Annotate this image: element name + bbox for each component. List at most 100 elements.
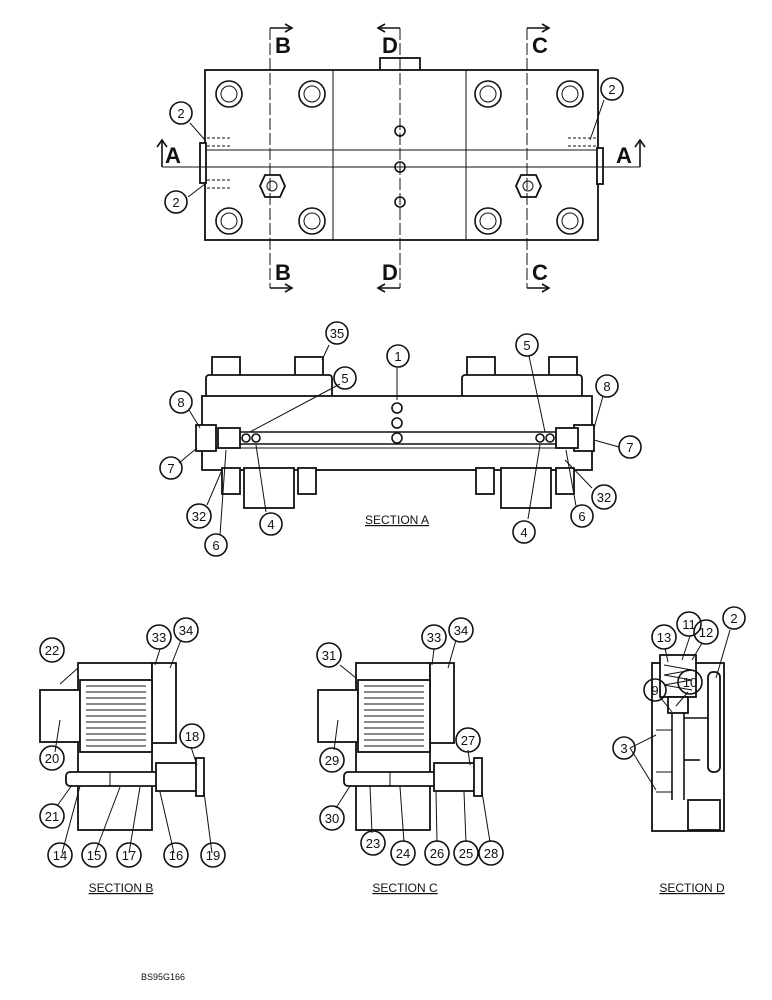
svg-text:3: 3	[620, 741, 627, 756]
svg-text:31: 31	[322, 648, 336, 663]
svg-text:17: 17	[122, 848, 136, 863]
svg-text:33: 33	[152, 630, 166, 645]
section-d-title: SECTION D	[659, 881, 725, 895]
callout-20: 20	[39, 745, 65, 771]
callout-8-right: 8	[595, 374, 619, 398]
section-mark-a-right: A	[616, 143, 632, 168]
callout-19: 19	[200, 842, 226, 868]
svg-text:34: 34	[454, 623, 468, 638]
svg-text:32: 32	[597, 490, 611, 505]
svg-text:24: 24	[396, 846, 410, 861]
callout-1: 1	[386, 344, 410, 368]
svg-text:8: 8	[603, 379, 610, 394]
section-b-view: 22 33 34 20 18 21 14 15 17 16 19 SECTION…	[39, 617, 226, 895]
svg-text:30: 30	[325, 811, 339, 826]
svg-text:6: 6	[212, 538, 219, 553]
svg-text:6: 6	[578, 509, 585, 524]
callout-15: 15	[81, 842, 107, 868]
svg-text:25: 25	[459, 846, 473, 861]
section-mark-d-bottom: D	[382, 260, 398, 285]
figure-code: BS95G166	[141, 972, 185, 982]
svg-text:5: 5	[341, 371, 348, 386]
svg-text:19: 19	[206, 848, 220, 863]
section-c-title: SECTION C	[372, 881, 438, 895]
callout-21: 21	[39, 803, 65, 829]
callout-5-right: 5	[515, 333, 539, 357]
svg-text:9: 9	[651, 683, 658, 698]
callout-3: 3	[612, 736, 636, 760]
callout-2-top-left: 2	[169, 101, 193, 125]
section-mark-d-top: D	[382, 33, 398, 58]
callout-2-bottom-left: 2	[164, 190, 188, 214]
svg-text:8: 8	[177, 395, 184, 410]
svg-text:2: 2	[608, 82, 615, 97]
callout-16: 16	[163, 842, 189, 868]
callout-28: 28	[478, 840, 504, 866]
svg-text:13: 13	[657, 630, 671, 645]
callout-24: 24	[390, 840, 416, 866]
callout-18: 18	[179, 723, 205, 749]
svg-text:7: 7	[626, 440, 633, 455]
callout-14: 14	[47, 842, 73, 868]
svg-text:2: 2	[172, 195, 179, 210]
callout-6-right: 6	[570, 504, 594, 528]
section-mark-c-bottom: C	[532, 260, 548, 285]
svg-text:35: 35	[330, 326, 344, 341]
callout-2-top-right: 2	[600, 77, 624, 101]
svg-text:11: 11	[682, 617, 696, 632]
callout-7-right: 7	[618, 435, 642, 459]
callout-4-left: 4	[259, 512, 283, 536]
callout-8-left: 8	[169, 390, 193, 414]
svg-text:5: 5	[523, 338, 530, 353]
svg-text:22: 22	[45, 643, 59, 658]
callout-33-c: 33	[421, 624, 447, 650]
svg-text:1: 1	[394, 349, 401, 364]
svg-text:33: 33	[427, 630, 441, 645]
hex-plug-right	[515, 174, 542, 198]
callout-5-left: 5	[333, 366, 357, 390]
callout-27: 27	[455, 727, 481, 753]
callout-34-b: 34	[173, 617, 199, 643]
callout-34-c: 34	[448, 617, 474, 643]
svg-text:18: 18	[185, 729, 199, 744]
svg-text:2: 2	[177, 106, 184, 121]
svg-text:16: 16	[169, 848, 183, 863]
section-a-view: 35 1 5 5 8 8 7 7 32 32 6 6 4 4 SECTION A	[159, 321, 642, 557]
svg-text:29: 29	[325, 753, 339, 768]
callout-6-left: 6	[204, 533, 228, 557]
callout-9: 9	[643, 678, 667, 702]
svg-text:4: 4	[267, 517, 274, 532]
svg-text:12: 12	[699, 625, 713, 640]
section-mark-c-top: C	[532, 33, 548, 58]
svg-text:7: 7	[167, 461, 174, 476]
section-mark-b-top: B	[275, 33, 291, 58]
svg-text:28: 28	[484, 846, 498, 861]
section-d-view: 11 12 2 13 10 9 3 SECTION D	[612, 606, 746, 895]
svg-text:21: 21	[45, 809, 59, 824]
callout-35: 35	[325, 321, 349, 345]
svg-text:14: 14	[53, 848, 67, 863]
callout-30: 30	[319, 805, 345, 831]
callout-29: 29	[319, 747, 345, 773]
callout-32-right: 32	[591, 484, 617, 510]
section-mark-a-left: A	[165, 143, 181, 168]
callout-11: 11	[676, 611, 702, 637]
svg-text:2: 2	[730, 611, 737, 626]
callout-22: 22	[39, 637, 65, 663]
callout-7-left: 7	[159, 456, 183, 480]
svg-text:4: 4	[520, 525, 527, 540]
callout-10: 10	[677, 669, 703, 695]
svg-text:27: 27	[461, 733, 475, 748]
callout-31: 31	[316, 642, 342, 668]
callout-25: 25	[453, 840, 479, 866]
svg-text:23: 23	[366, 836, 380, 851]
svg-text:34: 34	[179, 623, 193, 638]
bolt-heads	[215, 80, 584, 235]
top-view: B B D D C C A A 2 2 2	[156, 23, 646, 293]
section-mark-b-bottom: B	[275, 260, 291, 285]
svg-text:20: 20	[45, 751, 59, 766]
section-a-title: SECTION A	[365, 513, 429, 527]
valve-body-top	[204, 69, 599, 241]
